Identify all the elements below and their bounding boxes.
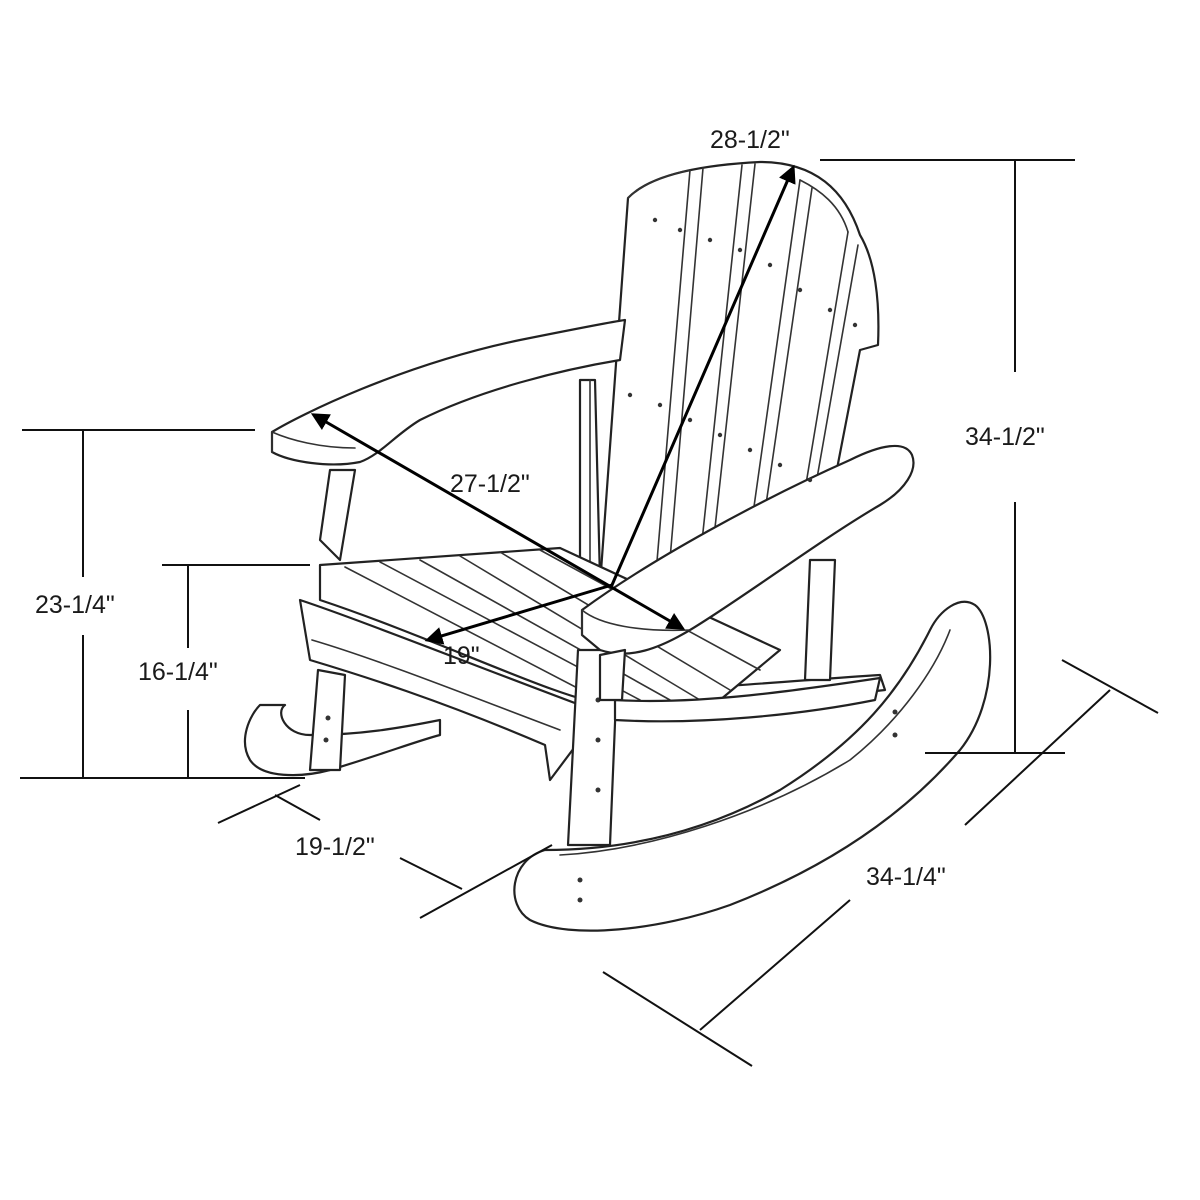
- backrest-screws: [627, 217, 858, 483]
- seat-width-right-extension: [419, 844, 553, 919]
- right-side-rail: [613, 676, 882, 723]
- seat-height-label: 16-1/4": [138, 658, 218, 686]
- right-arm-bracket: [598, 648, 627, 702]
- overall-length-label: 34-1/4": [866, 863, 946, 891]
- seat-width-label: 19-1/2": [295, 833, 375, 861]
- seat-width-left-extension: [217, 784, 301, 824]
- dimension-lines: [20, 159, 1159, 1067]
- measurement-arrows: [310, 164, 796, 645]
- rear-right-leg: [803, 558, 837, 682]
- seat-depth-arrow: [424, 583, 614, 645]
- overall-height-label: 34-1/2": [965, 423, 1045, 451]
- backrest-diagonal-label: 28-1/2": [710, 126, 790, 154]
- arm-span-label: 27-1/2": [450, 470, 530, 498]
- length-dim-upper: [964, 689, 1111, 826]
- left-armrest: [270, 318, 627, 466]
- length-top-extension: [1061, 659, 1159, 714]
- left-arm-support: [318, 468, 357, 562]
- seat-depth-label: 19": [443, 642, 480, 670]
- arm-height-label: 23-1/4": [35, 591, 115, 619]
- chair-drawing: [243, 160, 992, 932]
- seat-width-dim-right: [399, 857, 463, 890]
- seat-width-dim-left: [274, 794, 321, 821]
- arm-span-arrow: [310, 413, 686, 630]
- length-dim-lower: [699, 899, 851, 1031]
- length-bottom-extension: [602, 971, 753, 1067]
- dimension-labels: 28-1/2" 34-1/2" 27-1/2" 23-1/4" 16-1/4" …: [35, 126, 1045, 891]
- right-rocker: [513, 600, 992, 932]
